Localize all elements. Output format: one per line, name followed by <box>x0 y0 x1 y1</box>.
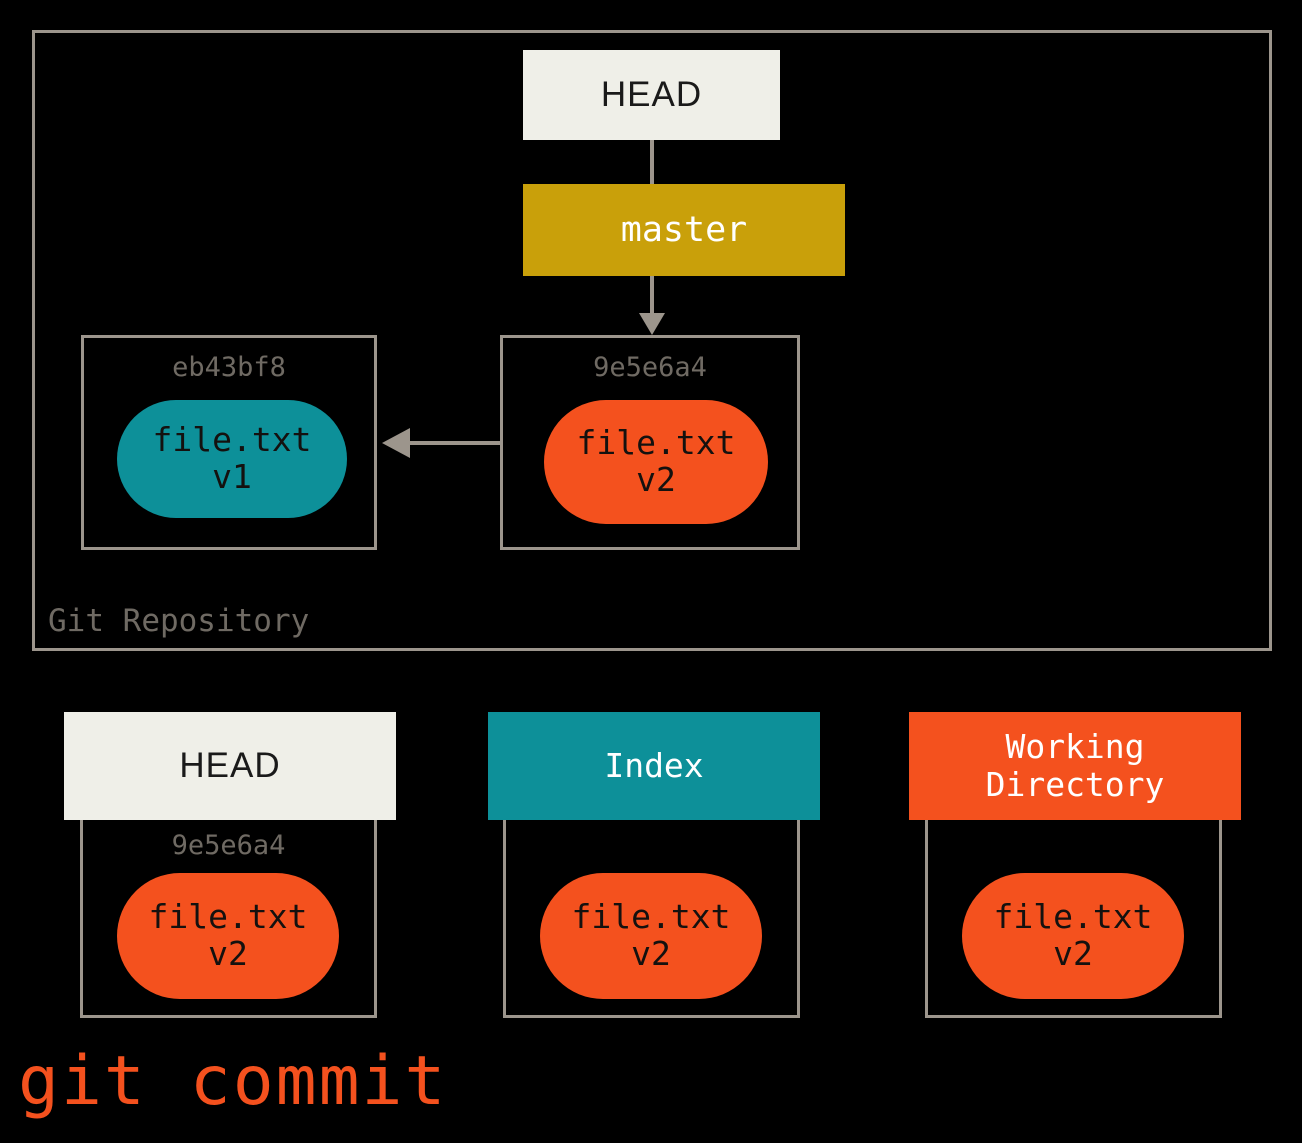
blob-current: file.txt v2 <box>544 400 768 524</box>
area-blob-working-directory: file.txt v2 <box>962 873 1184 999</box>
master-to-commit-arrowhead <box>639 313 665 335</box>
blob-current-version: v2 <box>636 460 676 499</box>
area-title-working-directory-line1: Working <box>1005 727 1145 767</box>
blob-current-filename: file.txt <box>576 423 736 463</box>
commit-hash-current: 9e5e6a4 <box>593 352 707 383</box>
area-title-index: Index <box>604 746 704 786</box>
blob-parent-version: v1 <box>212 457 252 496</box>
blob-parent: file.txt v1 <box>117 400 347 518</box>
command-caption: git commit <box>18 1042 448 1121</box>
commit-parent-link-arrowhead <box>382 428 410 458</box>
git-repository-label: Git Repository <box>48 603 310 639</box>
area-hash-head: 9e5e6a4 <box>171 830 286 861</box>
master-branch-label: master <box>620 210 748 250</box>
area-blob-wd-version: v2 <box>1053 934 1093 973</box>
blob-parent-filename: file.txt <box>152 420 312 460</box>
master-branch-box: master <box>523 184 845 276</box>
head-to-master-line <box>650 140 654 184</box>
area-blob-index-version: v2 <box>631 934 671 973</box>
commit-parent-link-line <box>408 441 503 445</box>
commit-hash-parent: eb43bf8 <box>172 352 286 383</box>
git-repository-frame <box>32 30 1272 651</box>
area-header-index[interactable]: Index <box>488 712 820 820</box>
head-pointer-label: HEAD <box>600 75 703 114</box>
area-title-working-directory-line2: Directory <box>985 765 1165 804</box>
area-blob-index-filename: file.txt <box>571 897 731 937</box>
area-blob-head-version: v2 <box>208 934 248 973</box>
area-blob-head-filename: file.txt <box>148 897 308 937</box>
area-header-head[interactable]: HEAD <box>64 712 396 820</box>
area-title-head: HEAD <box>179 745 281 785</box>
master-to-commit-line <box>650 276 654 316</box>
area-blob-head: file.txt v2 <box>117 873 339 999</box>
area-blob-wd-filename: file.txt <box>993 897 1153 937</box>
commit-box-parent: eb43bf8 file.txt v1 <box>81 335 377 550</box>
commit-box-current: 9e5e6a4 file.txt v2 <box>500 335 800 550</box>
head-pointer-box: HEAD <box>523 50 780 140</box>
area-header-working-directory[interactable]: Working Directory <box>909 712 1241 820</box>
area-blob-index: file.txt v2 <box>540 873 762 999</box>
